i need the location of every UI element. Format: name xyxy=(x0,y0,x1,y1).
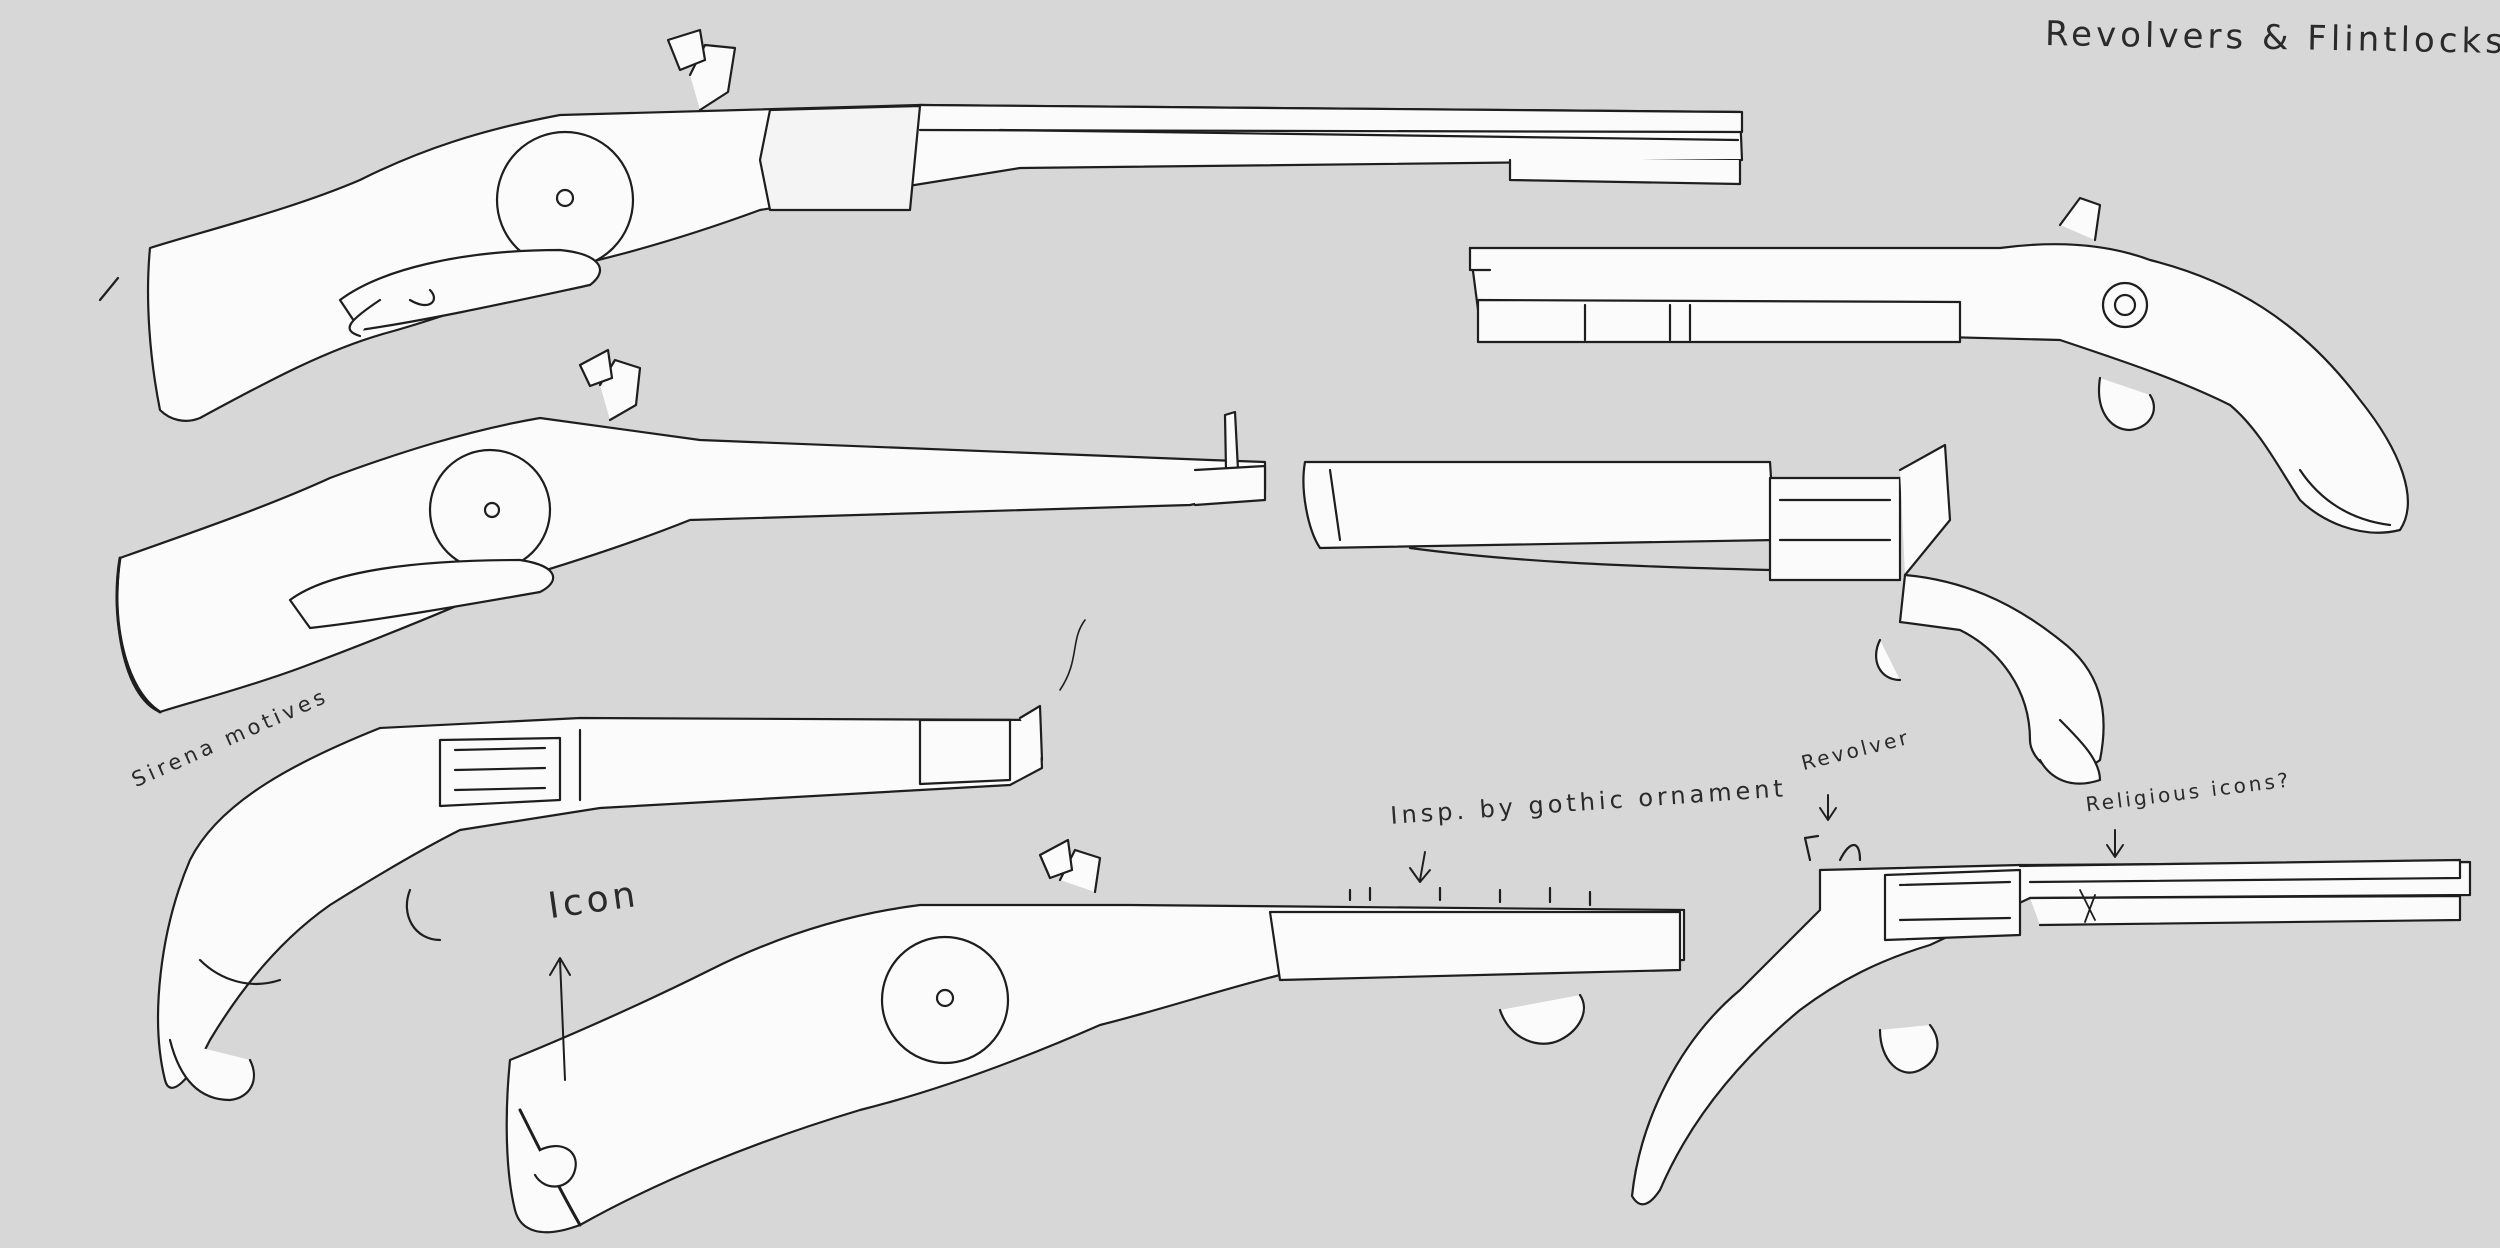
sheet-title: Revolvers & Flintlocks xyxy=(2044,13,2500,63)
revolver-sirena-grip xyxy=(157,619,1086,1102)
arrow-icon xyxy=(549,957,571,1081)
wheellock-pistol-medium xyxy=(115,348,1267,714)
annotation-arrows xyxy=(549,794,2124,1081)
arrow-gothic xyxy=(1409,851,1431,883)
wheellock-pistol-long xyxy=(98,28,1744,422)
revolver-block-barrel xyxy=(1302,443,2105,785)
arrow-religious xyxy=(2106,829,2124,858)
wheellock-pistol-gothic xyxy=(505,838,1686,1234)
arrow-revolver xyxy=(1819,794,1837,821)
revolver-colt xyxy=(1630,834,2472,1206)
flintlock-pistol-right xyxy=(1468,196,2409,534)
